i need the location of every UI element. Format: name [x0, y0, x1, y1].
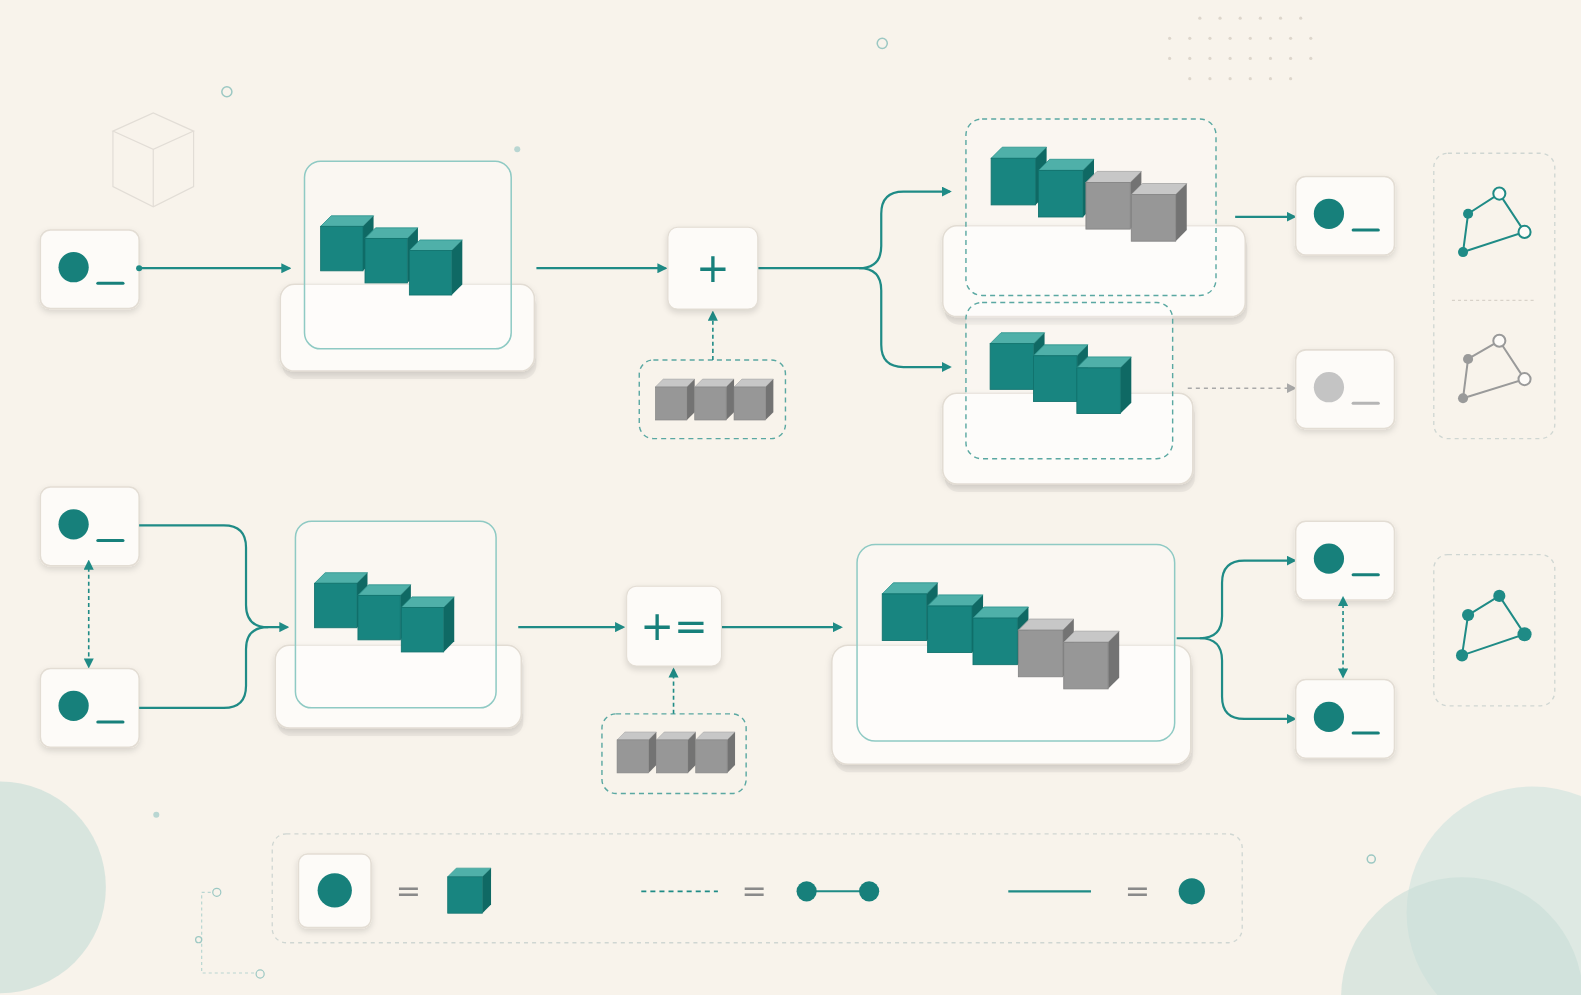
- wire: [1235, 216, 1294, 218]
- alias-link: [1342, 604, 1344, 677]
- wire: [1177, 561, 1295, 639]
- reference-graph-panel: [1434, 153, 1555, 438]
- variable-box: [40, 668, 139, 747]
- operator-box: +: [667, 227, 758, 310]
- wire: [139, 525, 287, 627]
- wire: [722, 626, 841, 628]
- variable-box: [1296, 680, 1395, 759]
- variable-box: [1296, 176, 1395, 255]
- operator-box: +=: [626, 586, 722, 667]
- wire: [536, 267, 665, 269]
- legend-text: =: [742, 876, 767, 906]
- list-container: [275, 521, 523, 736]
- wire: [1200, 638, 1295, 719]
- wire: [859, 268, 950, 367]
- extended-list-container: [832, 544, 1193, 772]
- variable-box: [40, 487, 139, 566]
- legend-frame: [272, 834, 1242, 943]
- wire: [139, 627, 268, 708]
- old-list-container: [943, 302, 1195, 492]
- alias-link: [88, 568, 90, 667]
- wire: [758, 192, 950, 269]
- operator-label: +=: [640, 606, 708, 646]
- stale-wire: [1188, 387, 1295, 389]
- added-items: [602, 670, 746, 794]
- list-container: [280, 161, 536, 379]
- variable-box: [1296, 350, 1395, 429]
- legend-text: =: [1125, 876, 1150, 906]
- new-list-container: [943, 119, 1248, 325]
- legend-text: =: [396, 876, 421, 906]
- variable-box: [40, 230, 139, 309]
- operator-label: +: [696, 248, 730, 288]
- reference-graph-panel: [1434, 555, 1555, 706]
- decoration: [0, 17, 1581, 995]
- wire: [518, 626, 623, 628]
- added-items: [639, 313, 785, 439]
- variable-box: [1296, 521, 1395, 600]
- wire: [139, 267, 289, 269]
